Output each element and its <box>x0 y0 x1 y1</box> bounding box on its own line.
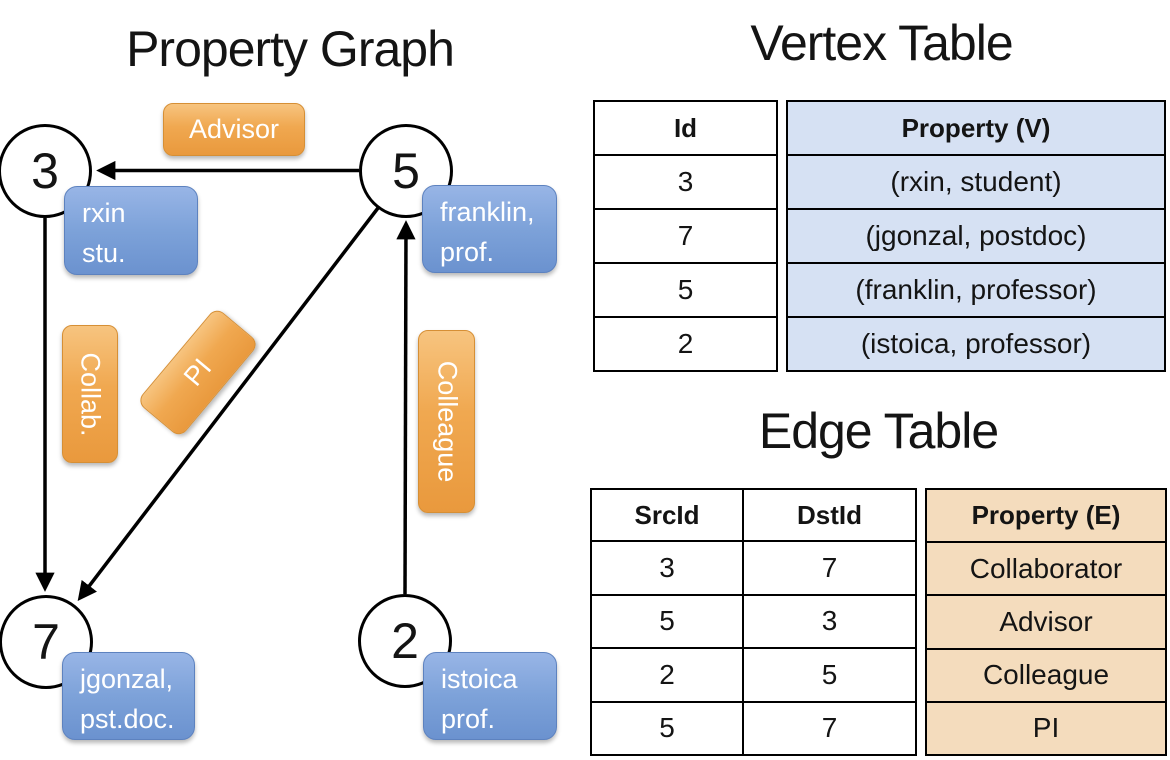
vertex-box-franklin-line2: prof. <box>440 237 495 267</box>
node-3-id: 3 <box>31 143 59 199</box>
vertex-box-istoica: istoica prof. <box>423 652 557 740</box>
edge-arrow-5-to-7 <box>77 206 380 602</box>
edge-table-property-cell: Collaborator <box>927 541 1165 594</box>
vertex-box-jgonzal: jgonzal, pst.doc. <box>62 652 195 740</box>
edge-table-srcid-cell: 5 <box>592 700 742 754</box>
vertex-table-property-column: Property (V) (rxin, student) (jgonzal, p… <box>786 100 1166 372</box>
edge-table-property-cell: PI <box>927 700 1165 754</box>
edge-table-dstid-header: DstId <box>742 490 915 541</box>
vertex-table-id-header: Id <box>673 112 698 143</box>
edge-table-property-header: Property (E) <box>971 500 1121 531</box>
vertex-box-franklin-line1: franklin, <box>440 197 535 227</box>
node-2-id: 2 <box>391 613 419 669</box>
edge-label-colleague-text: Colleague <box>432 360 462 483</box>
edge-label-collab-text: Collab. <box>75 351 106 437</box>
edge-label-pi-text: PI <box>177 352 218 392</box>
vertex-table-id-column: Id 3 7 5 2 <box>593 100 778 372</box>
vertex-table-id-cell: 5 <box>595 262 776 316</box>
edge-table-srcid-cell: 2 <box>592 647 742 700</box>
edge-table-dstid-cell: 7 <box>742 540 915 594</box>
vertex-table-property-cell: (rxin, student) <box>788 154 1164 208</box>
edge-table-srcid-cell: 5 <box>592 593 742 647</box>
edge-label-advisor-text: Advisor <box>188 114 280 144</box>
edge-arrow-2-to-5 <box>396 220 416 595</box>
vertex-table-id-cell: 2 <box>595 316 776 370</box>
edge-table-srcid-header: SrcId <box>634 499 700 530</box>
edge-table-property-cell: Colleague <box>927 647 1165 701</box>
edge-label-colleague: Colleague <box>418 330 475 513</box>
vertex-table-property-cell: (jgonzal, postdoc) <box>788 208 1164 262</box>
vertex-box-istoica-line2: prof. <box>441 704 496 734</box>
vertex-table-id-cell: 3 <box>595 154 776 208</box>
edge-table-srcid-cell: 3 <box>592 540 742 593</box>
vertex-box-rxin-line1: rxin <box>82 198 126 228</box>
vertex-box-istoica-line1: istoica <box>441 664 518 694</box>
vertex-table-title: Vertex Table <box>750 15 1013 71</box>
node-7-id: 7 <box>32 614 60 670</box>
edge-label-collab: Collab. <box>62 325 118 463</box>
edge-table-dstid-cell: 5 <box>742 647 915 701</box>
vertex-table-property-cell: (franklin, professor) <box>788 262 1164 316</box>
edge-table: SrcId DstId 3 7 5 3 2 5 5 7 Property (E)… <box>590 488 1167 756</box>
property-graph-title: Property Graph <box>126 21 455 77</box>
edge-table-property-column: Property (E) Collaborator Advisor Collea… <box>925 488 1167 756</box>
vertex-box-franklin: franklin, prof. <box>422 185 557 273</box>
vertex-table-property-cell: (istoica, professor) <box>788 316 1164 370</box>
edge-table-dstid-cell: 7 <box>742 700 915 754</box>
graph-node-5: 5 <box>359 124 453 218</box>
vertex-table: Id 3 7 5 2 Property (V) (rxin, student) … <box>593 100 1166 372</box>
edge-label-advisor: Advisor <box>163 103 305 156</box>
vertex-box-jgonzal-line2: pst.doc. <box>80 704 175 734</box>
node-5-id: 5 <box>392 143 420 199</box>
vertex-table-property-header: Property (V) <box>901 112 1051 143</box>
edge-table-id-columns: SrcId DstId 3 7 5 3 2 5 5 7 <box>590 488 917 756</box>
graph-edges-layer <box>35 160 416 602</box>
edge-table-title: Edge Table <box>758 403 999 459</box>
vertex-box-jgonzal-line1: jgonzal, <box>80 664 174 694</box>
edge-table-property-cell: Advisor <box>927 594 1165 647</box>
graph-node-2: 2 <box>358 594 452 688</box>
vertex-box-rxin-line2: stu. <box>82 238 126 268</box>
edge-table-dstid-cell: 3 <box>742 593 915 648</box>
vertex-box-rxin: rxin stu. <box>64 186 198 275</box>
vertex-table-id-cell: 7 <box>595 208 776 262</box>
